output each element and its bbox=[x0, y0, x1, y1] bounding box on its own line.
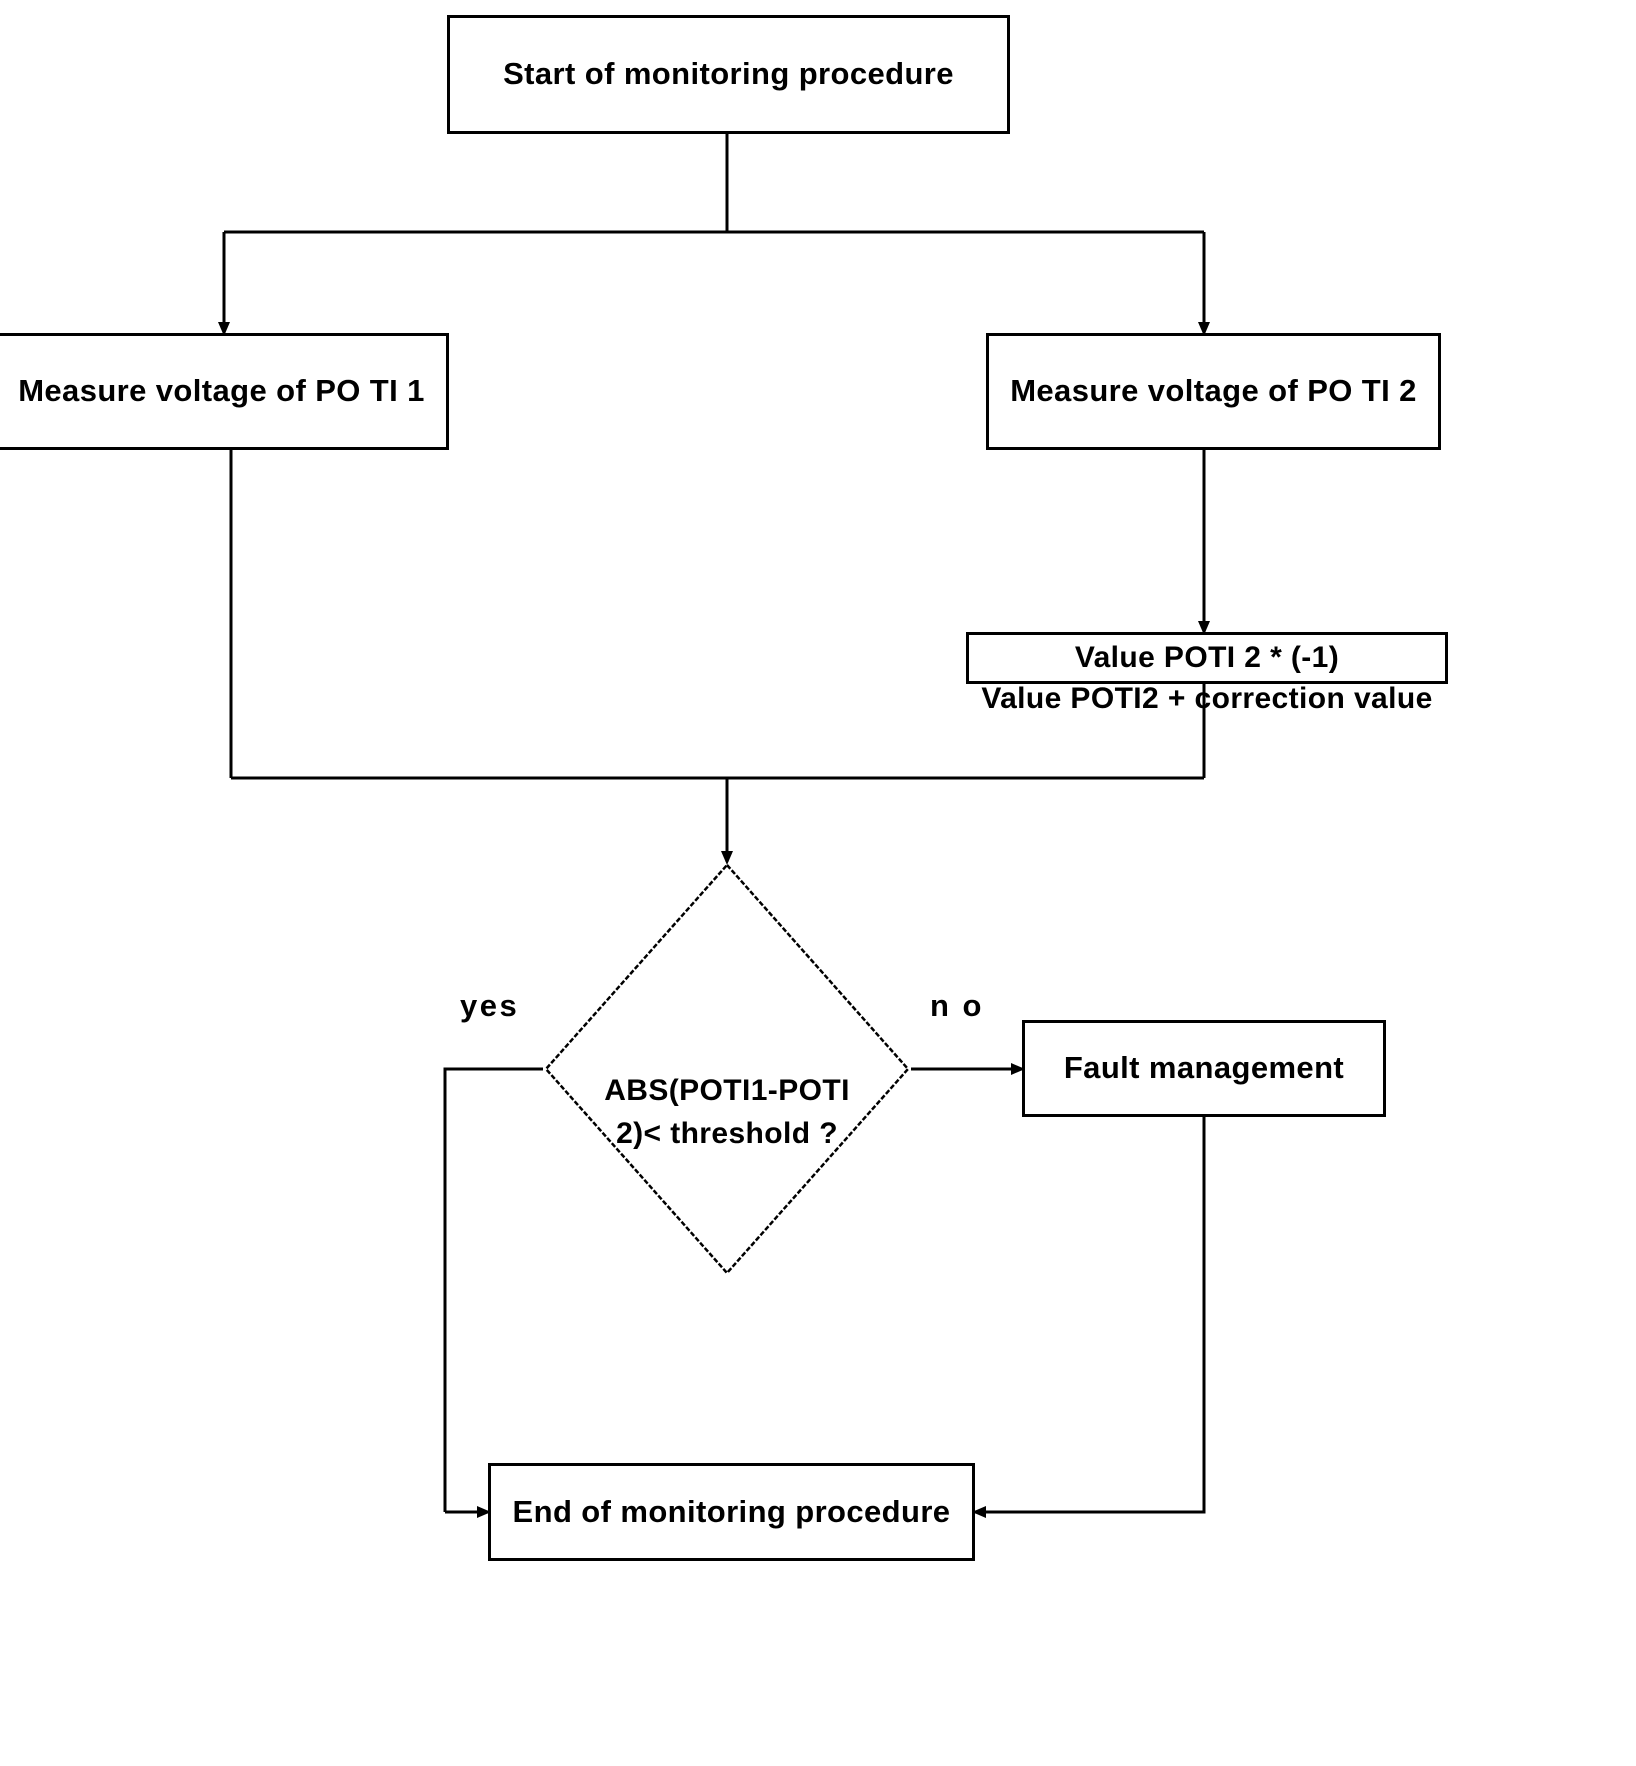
edge-fault-to-end-path bbox=[985, 1117, 1206, 1514]
node-value-poti2-correction[interactable]: Value POTI 2 * (-1) Value POTI2 + correc… bbox=[966, 632, 1448, 715]
node-decision-abs-poti-threshold[interactable]: ABS(POTI1-POTI 2)< threshold ? bbox=[543, 862, 911, 1276]
node-end-of-monitoring-procedure[interactable]: End of monitoring procedure bbox=[488, 1463, 975, 1561]
node-measure-poti1-label: Measure voltage of PO TI 1 bbox=[18, 373, 425, 409]
node-decision-label: ABS(POTI1-POTI 2)< threshold ? bbox=[604, 1073, 850, 1151]
node-value-poti2-label: Value POTI 2 * (-1) Value POTI2 + correc… bbox=[981, 641, 1433, 716]
node-measure-voltage-poti-2[interactable]: Measure voltage of PO TI 2 bbox=[986, 333, 1441, 450]
node-measure-poti2-label: Measure voltage of PO TI 2 bbox=[1010, 373, 1417, 409]
node-start-of-monitoring-procedure[interactable]: Start of monitoring procedure bbox=[447, 15, 1010, 134]
decision-diamond-shape bbox=[544, 863, 910, 1275]
edge-label-yes: yes bbox=[460, 988, 520, 1023]
edge-decision-yes-path bbox=[443, 1067, 543, 1512]
node-start-label: Start of monitoring procedure bbox=[503, 56, 954, 92]
node-fault-management-label: Fault management bbox=[1063, 1050, 1345, 1086]
node-end-label: End of monitoring procedure bbox=[512, 1493, 951, 1529]
node-measure-voltage-poti-1[interactable]: Measure voltage of PO TI 1 bbox=[0, 333, 449, 450]
node-fault-management[interactable]: Fault management bbox=[1022, 1020, 1386, 1117]
edge-label-no: n o bbox=[930, 988, 984, 1023]
